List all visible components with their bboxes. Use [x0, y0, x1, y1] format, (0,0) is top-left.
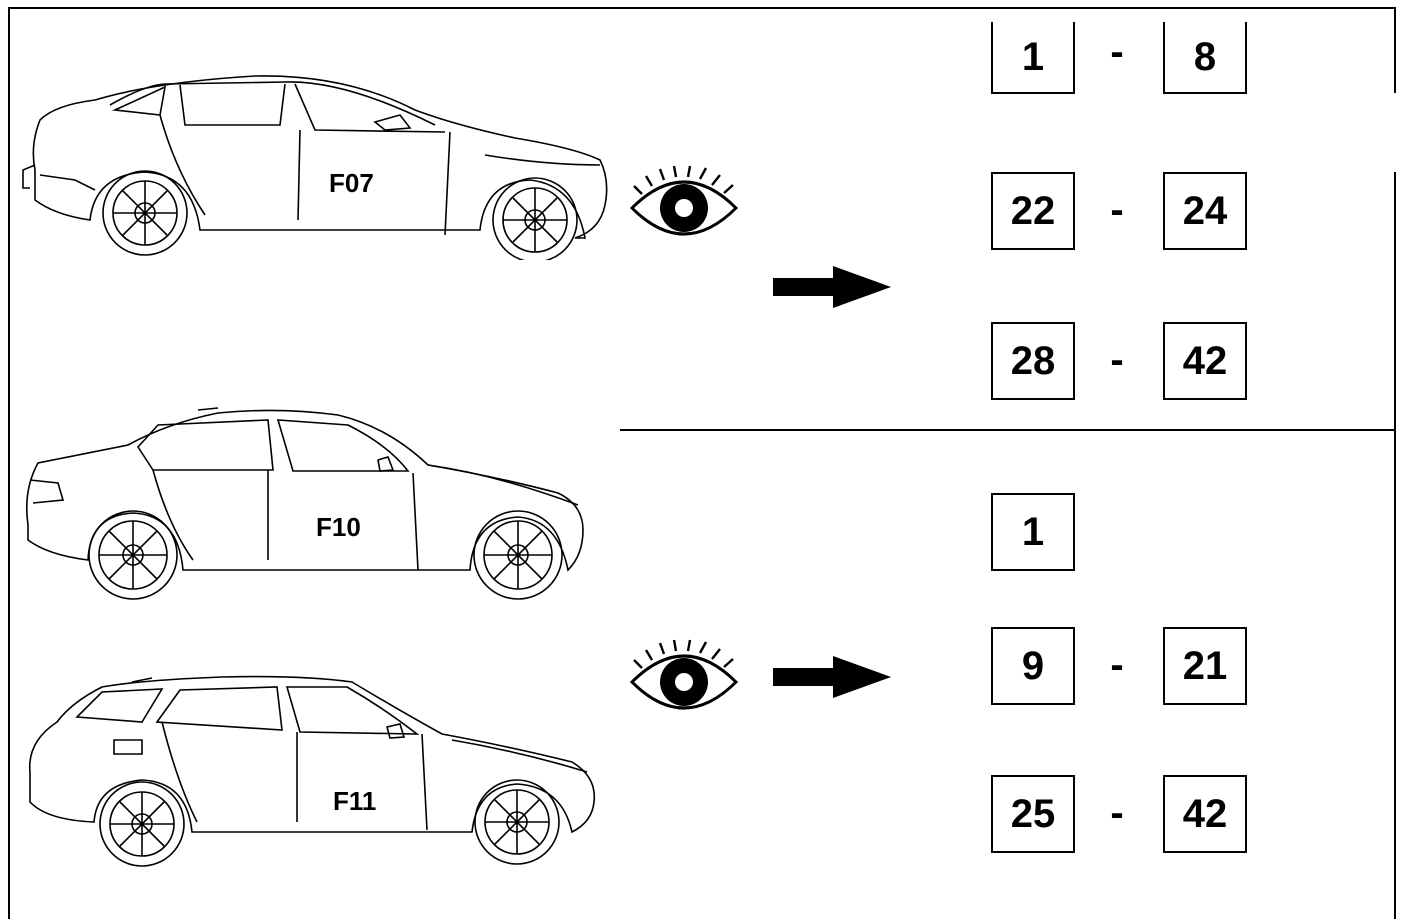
range-from-box: 28 — [991, 322, 1075, 400]
range-to-box: 24 — [1163, 172, 1247, 250]
range-from-box: 22 — [991, 172, 1075, 250]
arrow-right-icon — [773, 656, 891, 698]
range-separator: - — [1110, 643, 1124, 687]
range-from-box: 1 — [991, 22, 1075, 94]
frame-right-top — [1394, 7, 1396, 93]
range-to-box: 21 — [1163, 627, 1247, 705]
range-to-box: 8 — [1163, 22, 1247, 94]
gran-turismo-car-icon — [22, 75, 608, 260]
range-to-box: 42 — [1163, 322, 1247, 400]
range-separator: - — [1110, 30, 1124, 74]
range-separator: - — [1110, 338, 1124, 382]
frame-top — [8, 7, 1396, 9]
section-divider — [620, 429, 1396, 431]
touring-car-icon — [28, 675, 596, 867]
frame-right — [1394, 172, 1396, 919]
range-separator: - — [1110, 188, 1124, 232]
range-from-box: 25 — [991, 775, 1075, 853]
eye-icon — [629, 639, 739, 710]
car-code-label: F07 — [329, 168, 374, 198]
range-separator: - — [1110, 791, 1124, 835]
arrow-right-icon — [773, 266, 891, 308]
car-code-label: F10 — [316, 512, 361, 542]
range-from-box: 9 — [991, 627, 1075, 705]
car-code-label: F11 — [333, 786, 377, 816]
frame-left — [8, 7, 10, 919]
range-from-box: 1 — [991, 493, 1075, 571]
eye-icon — [629, 165, 739, 236]
range-to-box: 42 — [1163, 775, 1247, 853]
sedan-car-icon — [25, 407, 584, 600]
